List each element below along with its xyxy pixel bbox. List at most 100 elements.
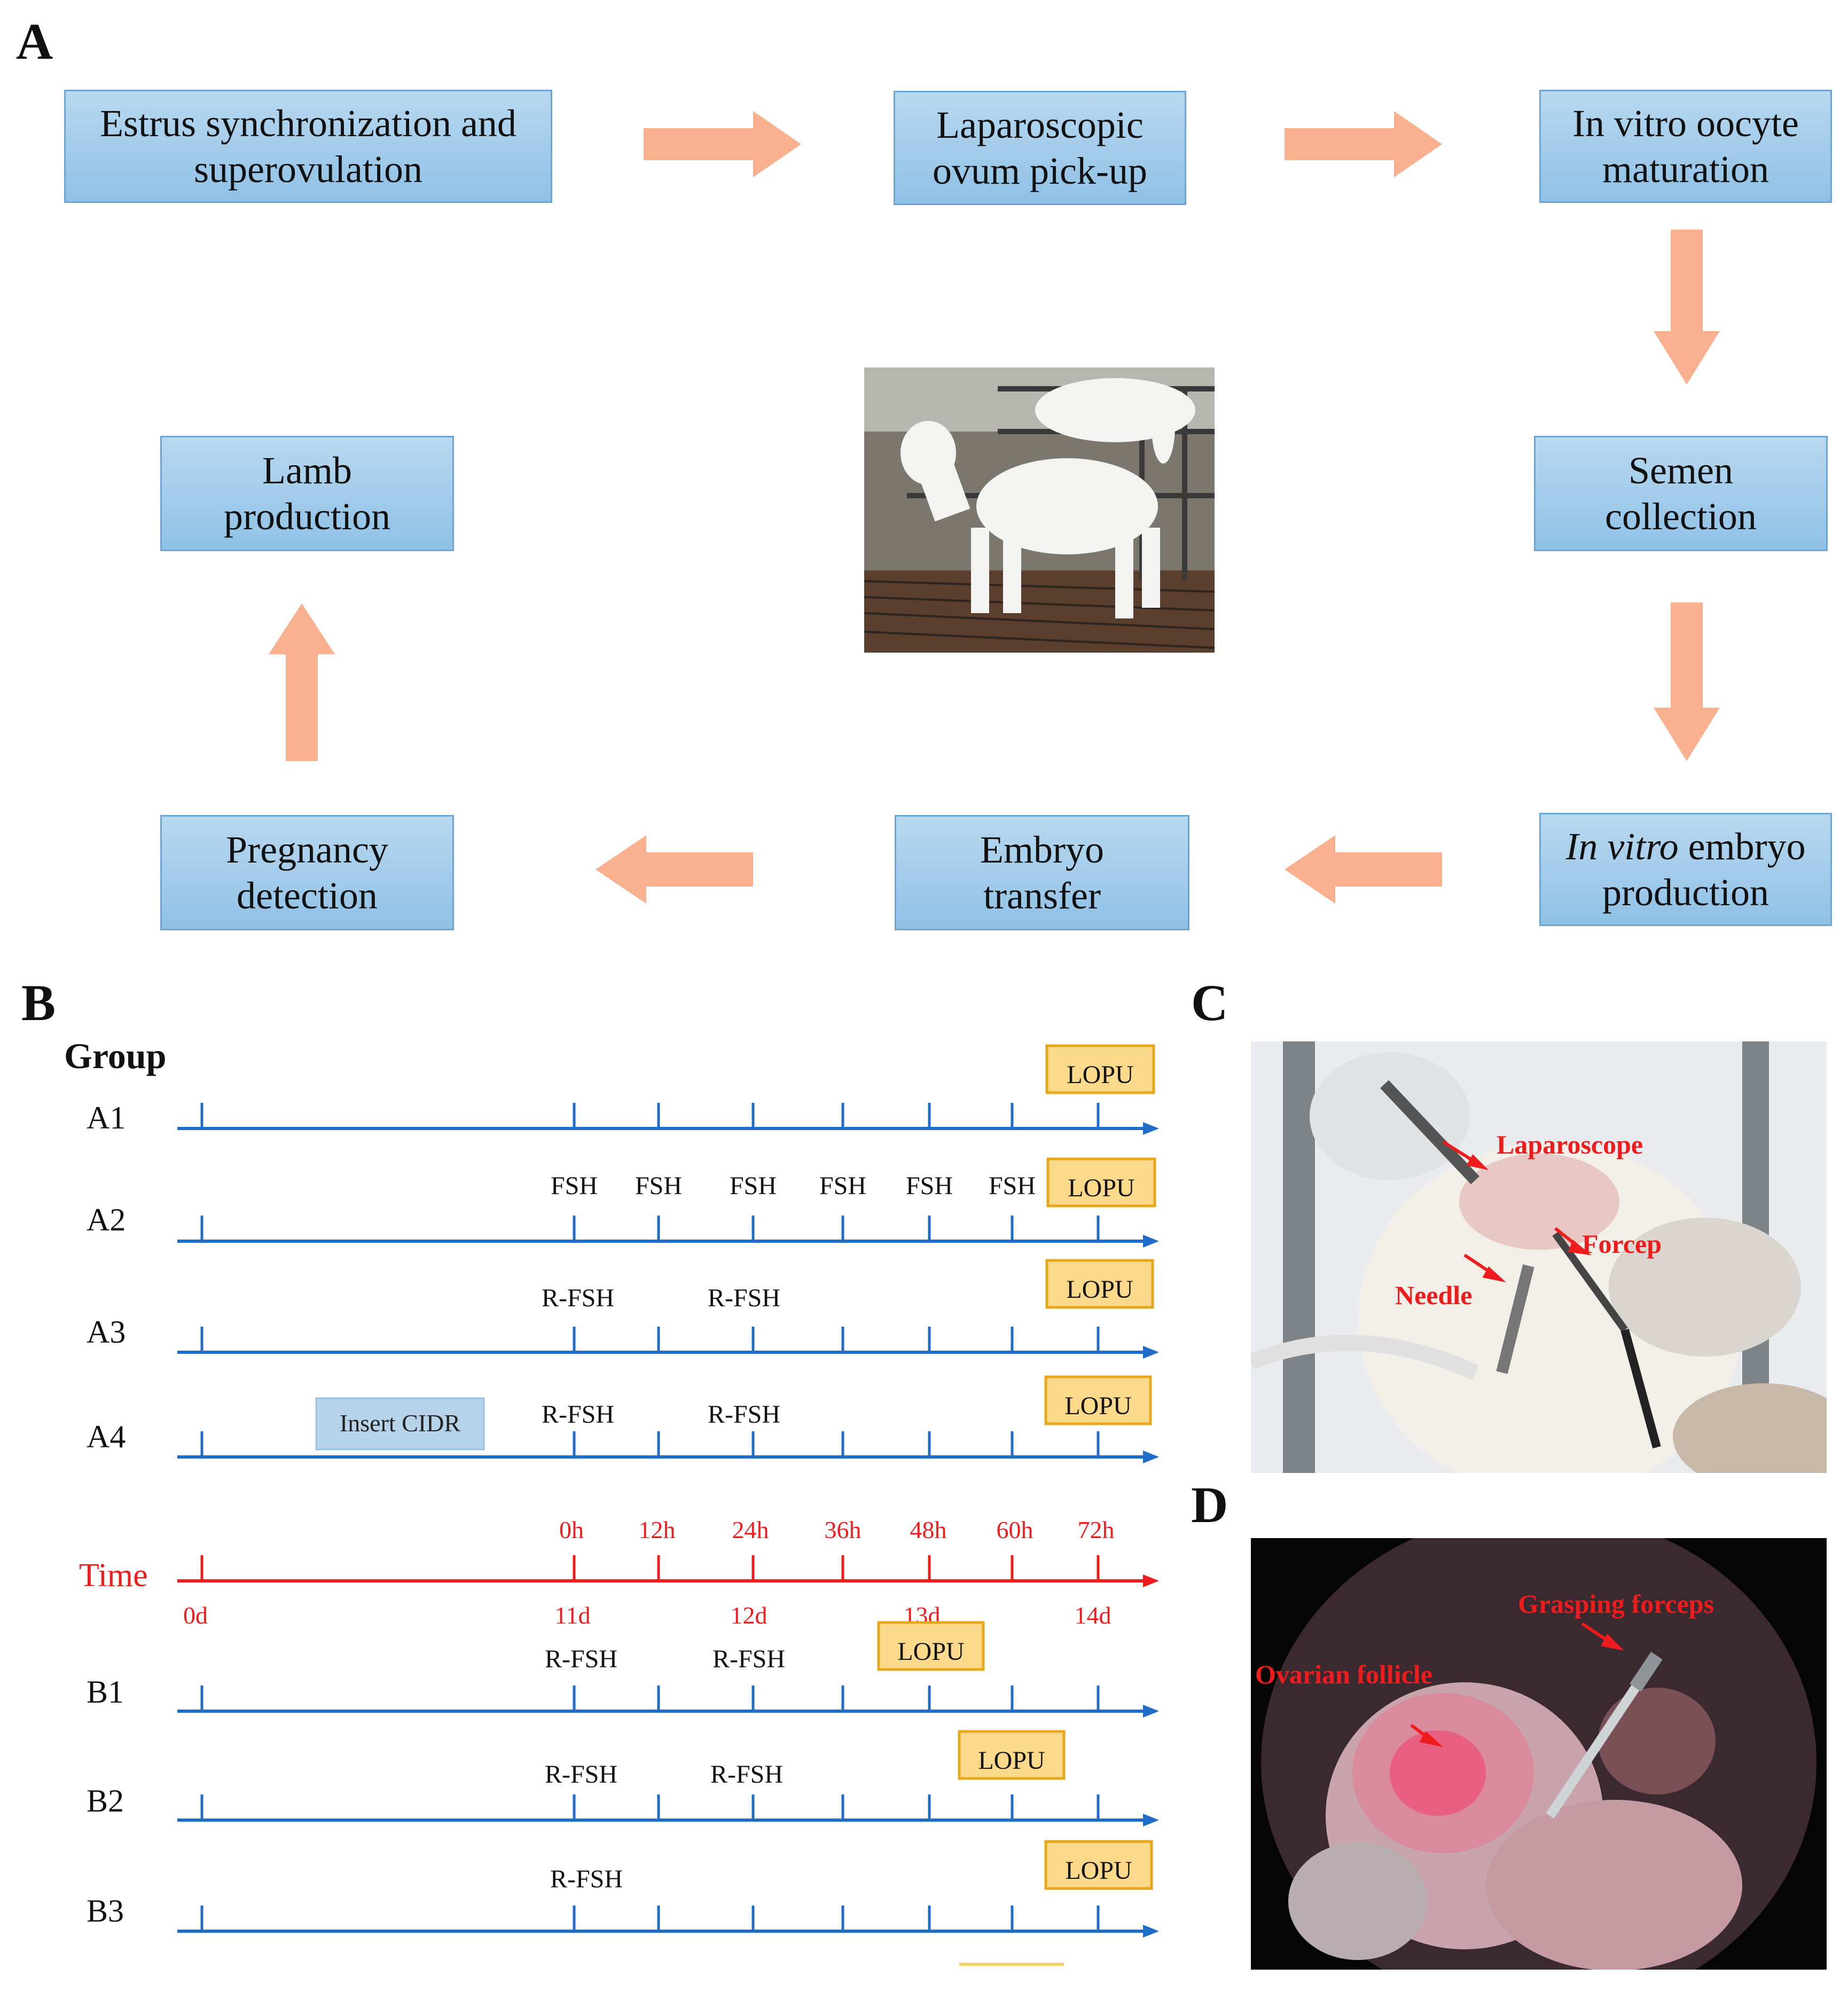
- arrow-up-1: [269, 603, 335, 761]
- group-a3: A3: [87, 1314, 126, 1350]
- forcep-label: Forcep: [1582, 1229, 1662, 1259]
- arrow-down-1: [1654, 230, 1720, 385]
- time-label: Time: [79, 1557, 148, 1594]
- insert-cidr-box: [315, 1397, 485, 1451]
- fsh-a2-2: FSH: [730, 1172, 777, 1200]
- ovarian-follicle-label: Ovarian follicle: [1255, 1659, 1432, 1689]
- group-a1: A1: [87, 1100, 126, 1135]
- lopu-b2-box: [958, 1730, 1066, 1780]
- ivp-line1: In vitro embryo: [1565, 824, 1805, 869]
- hour-tick-1: 12h: [639, 1516, 676, 1543]
- rfsh-a4-0: R-FSH: [542, 1400, 614, 1429]
- group-b1: B1: [87, 1674, 124, 1710]
- rfsh-b1-0: R-FSH: [545, 1645, 617, 1673]
- rfsh-b2-1: R-FSH: [710, 1760, 783, 1789]
- arrow-down-2: [1654, 602, 1720, 761]
- lopu-a1-label: LOPU: [1067, 1061, 1133, 1089]
- semen-line1: Semen: [1628, 449, 1733, 492]
- embryo-line2: transfer: [983, 874, 1101, 917]
- lopu-a1-box: [1045, 1044, 1155, 1094]
- lamb-line1: Lamb: [262, 449, 352, 492]
- arrow-right-1: [644, 111, 801, 177]
- lopu-a2-label: LOPU: [1068, 1174, 1134, 1202]
- grasping-forceps-label: Grasping forceps: [1518, 1589, 1714, 1619]
- lopu-b3-box: [1044, 1840, 1153, 1890]
- endoscopic-ovary-photo: Grasping forceps Ovarian follicle: [1251, 1538, 1827, 1970]
- ivp-rest: embryo: [1678, 825, 1806, 868]
- day-tick-2: 12d: [731, 1602, 768, 1629]
- hour-tick-3: 36h: [825, 1516, 862, 1543]
- panel-label-b: B: [21, 974, 56, 1031]
- fsh-a2-5: FSH: [989, 1172, 1036, 1200]
- semen-line2: collection: [1605, 495, 1757, 538]
- lopu-line2: ovum pick-up: [933, 150, 1147, 192]
- group-a4: A4: [87, 1419, 126, 1454]
- day-tick-1: 11d: [554, 1602, 590, 1629]
- lopu-a3-label: LOPU: [1066, 1275, 1133, 1304]
- hour-tick-6: 72h: [1078, 1516, 1115, 1543]
- laparoscopy-photo: Laparoscope Forcep Needle: [1251, 1041, 1827, 1473]
- arrow-right-2: [1285, 111, 1442, 177]
- laparoscopy-illustration: Laparoscope Forcep Needle: [1251, 1041, 1827, 1473]
- ivp-italic: In vitro: [1565, 825, 1679, 868]
- needle-label: Needle: [1395, 1280, 1472, 1310]
- rfsh-a3-1: R-FSH: [708, 1284, 780, 1312]
- lopu-line1: Laparoscopic: [936, 103, 1144, 146]
- rfsh-a3-0: R-FSH: [542, 1284, 614, 1312]
- goat-photo: [864, 367, 1215, 653]
- lopu-a3-box: [1045, 1259, 1154, 1309]
- fsh-a2-1: FSH: [635, 1172, 682, 1200]
- ovary-illustration: Grasping forceps Ovarian follicle: [1251, 1538, 1827, 1970]
- group-b2: B2: [87, 1783, 124, 1818]
- lopu-b1-box: [877, 1621, 985, 1671]
- rfsh-b3-0: R-FSH: [550, 1865, 623, 1893]
- pregnancy-line1: Pregnancy: [226, 828, 388, 871]
- lopu-b3-label: LOPU: [1065, 1856, 1132, 1885]
- panel-label-d: D: [1191, 1476, 1228, 1533]
- axis-b3-arrowhead: [1143, 1925, 1159, 1938]
- hour-tick-0: 0h: [559, 1516, 584, 1543]
- goat-illustration: [864, 367, 1215, 653]
- hour-tick-5: 60h: [997, 1516, 1033, 1543]
- ivp-line2: production: [1602, 871, 1769, 914]
- axis-time-arrowhead: [1143, 1574, 1159, 1587]
- lamb-line2: production: [224, 495, 390, 538]
- group-b3: B3: [87, 1893, 124, 1929]
- axis-a1-arrowhead: [1143, 1122, 1159, 1135]
- axis-b2-arrowhead: [1143, 1814, 1159, 1827]
- axis-a4-arrowhead: [1143, 1451, 1159, 1463]
- estrus-line1: Estrus synchronization and: [100, 101, 516, 145]
- rfsh-b2-0: R-FSH: [545, 1760, 617, 1789]
- hour-tick-2: 24h: [732, 1516, 769, 1543]
- lopu-b1-label: LOPU: [897, 1637, 964, 1666]
- axis-a3-arrowhead: [1143, 1346, 1159, 1359]
- day-tick-4: 14d: [1075, 1602, 1111, 1629]
- arrow-left-1: [1285, 835, 1442, 904]
- panel-label-a: A: [16, 13, 53, 70]
- estrus-line2: superovulation: [194, 148, 422, 191]
- lopu-b2-label: LOPU: [978, 1746, 1045, 1775]
- rfsh-a4-1: R-FSH: [708, 1400, 780, 1429]
- ivm-line1: In vitro oocyte: [1572, 101, 1799, 145]
- day-tick-0: 0d: [183, 1602, 208, 1629]
- axis-b1-arrowhead: [1143, 1705, 1159, 1718]
- group-a2: A2: [87, 1202, 126, 1237]
- ivm-line2: maturation: [1602, 148, 1769, 191]
- pregnancy-line2: detection: [237, 874, 378, 917]
- panel-label-c: C: [1191, 974, 1228, 1031]
- group-heading: Group: [64, 1036, 166, 1076]
- lopu-a4-label: LOPU: [1064, 1392, 1131, 1420]
- flow-arrows: [269, 111, 1720, 904]
- insert-cidr-label: Insert CIDR: [340, 1409, 460, 1437]
- embryo-line1: Embryo: [980, 828, 1104, 871]
- fsh-a2-0: FSH: [551, 1172, 598, 1200]
